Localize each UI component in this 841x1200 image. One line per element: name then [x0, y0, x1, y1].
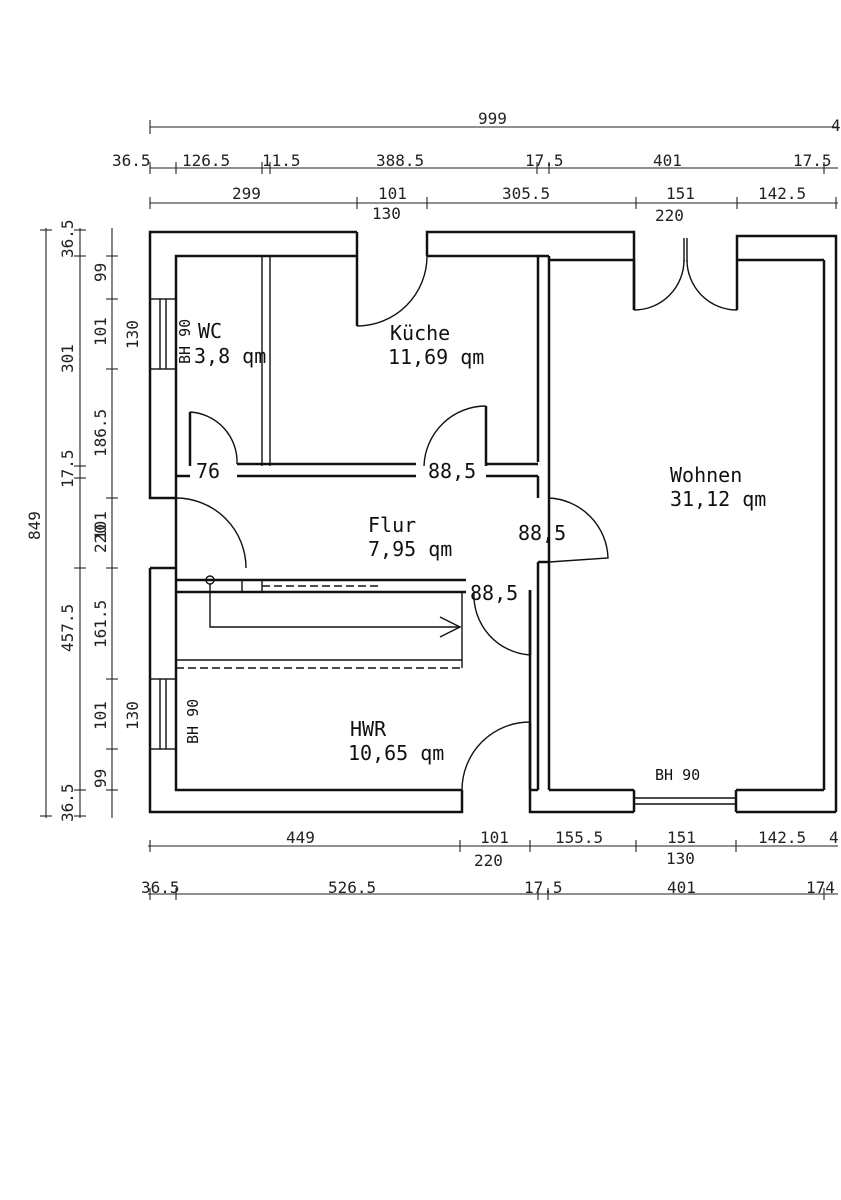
room-area-wohnen: 31,12 qm [670, 487, 766, 511]
dim-left-col3: 161.5 [91, 600, 110, 648]
dim-left-col2: 220 [91, 524, 110, 553]
dim-bottom-row1: 151 [667, 828, 696, 847]
bottom-dimension-lines [148, 840, 838, 900]
dim-bottom-row2: 526.5 [328, 878, 376, 897]
door-wohnen-double [633, 238, 738, 311]
dim-top-row3: 142.5 [758, 184, 806, 203]
stair-arrow-icon [205, 575, 462, 638]
dim-bottom-row2: 36.5 [141, 878, 180, 897]
dim-top-row2: 388.5 [376, 151, 424, 170]
dim-bottom-row2: 401 [667, 878, 696, 897]
door-kueche [423, 405, 488, 467]
dim-top-row2: 36.5 [112, 151, 151, 170]
dim-left-col3: 186.5 [91, 409, 110, 457]
room-name-hwr: HWR [350, 717, 387, 741]
dim-top-row3: 299 [232, 184, 261, 203]
dim-bottom-row2: 17.5 [524, 878, 563, 897]
dim-left-col3: 101 [91, 511, 110, 540]
room-area-wc: 3,8 qm [194, 344, 266, 368]
door-wc [188, 411, 238, 466]
dim-top-row3: 220 [655, 206, 684, 225]
window-height-hwr: BH 90 [184, 699, 202, 744]
dim-bottom-row1: 220 [474, 851, 503, 870]
dim-bottom-row2: 174 [806, 878, 835, 897]
dim-top-row3: 305.5 [502, 184, 550, 203]
dim-top-row2: 401 [653, 151, 682, 170]
window-hwr [149, 678, 177, 750]
dim-left-col3: 130 [123, 320, 142, 349]
interior-walls [176, 256, 551, 792]
dim-bottom-row1: 155.5 [555, 828, 603, 847]
door-width-wc: 76 [196, 459, 220, 483]
dim-top-row2: 17.5 [525, 151, 564, 170]
room-area-kueche: 11,69 qm [388, 345, 484, 369]
dim-left-col3: 101 [91, 317, 110, 346]
dim-bottom-row1: 101 [480, 828, 509, 847]
dim-left-col2: 457.5 [58, 604, 77, 652]
door-width-hwr: 88,5 [470, 581, 518, 605]
left-dimension-lines [40, 228, 118, 818]
dim-top-edge: 4 [831, 116, 841, 135]
dim-left-col3: 99 [91, 263, 110, 282]
door-wohnen [547, 497, 609, 563]
dim-top-row3: 101 [378, 184, 407, 203]
dim-total-height: 849 [25, 511, 44, 540]
door-main-entry [174, 497, 247, 569]
dim-left-col2: 36.5 [58, 783, 77, 822]
dim-top-row2: 17.5 [793, 151, 832, 170]
dim-top-row3: 130 [372, 204, 401, 223]
dim-bottom-row1: 142.5 [758, 828, 806, 847]
room-name-wohnen: Wohnen [670, 463, 742, 487]
room-name-wc: WC [198, 319, 222, 343]
door-hwr-upper [473, 590, 532, 656]
window-wc [149, 298, 177, 370]
room-area-hwr: 10,65 qm [348, 741, 444, 765]
dim-bottom-row1: 4 [829, 828, 839, 847]
top-dimension-lines [149, 120, 838, 209]
exterior-walls [148, 230, 838, 814]
dim-left-col3: 130 [123, 701, 142, 730]
room-name-flur: Flur [368, 513, 416, 537]
dim-left-col3: 101 [91, 701, 110, 730]
dim-top-row2: 11.5 [262, 151, 301, 170]
dim-top-row2: 126.5 [182, 151, 230, 170]
dim-total-width: 999 [478, 109, 507, 128]
dim-left-col2: 17.5 [58, 449, 77, 488]
dim-bottom-row1: 130 [666, 849, 695, 868]
room-area-flur: 7,95 qm [368, 537, 452, 561]
dim-top-row3: 151 [666, 184, 695, 203]
window-height-wc: BH 90 [176, 319, 194, 364]
door-width-wohnen: 88,5 [518, 521, 566, 545]
dim-bottom-row1: 449 [286, 828, 315, 847]
door-kueche-entry [355, 255, 428, 327]
dim-left-col2: 36.5 [58, 219, 77, 258]
door-hwr-lower [461, 721, 532, 791]
room-name-kueche: Küche [390, 321, 450, 345]
window-height-wohnen: BH 90 [655, 766, 700, 784]
dim-left-col3: 99 [91, 769, 110, 788]
dim-left-col2: 301 [58, 344, 77, 373]
door-width-kueche: 88,5 [428, 459, 476, 483]
